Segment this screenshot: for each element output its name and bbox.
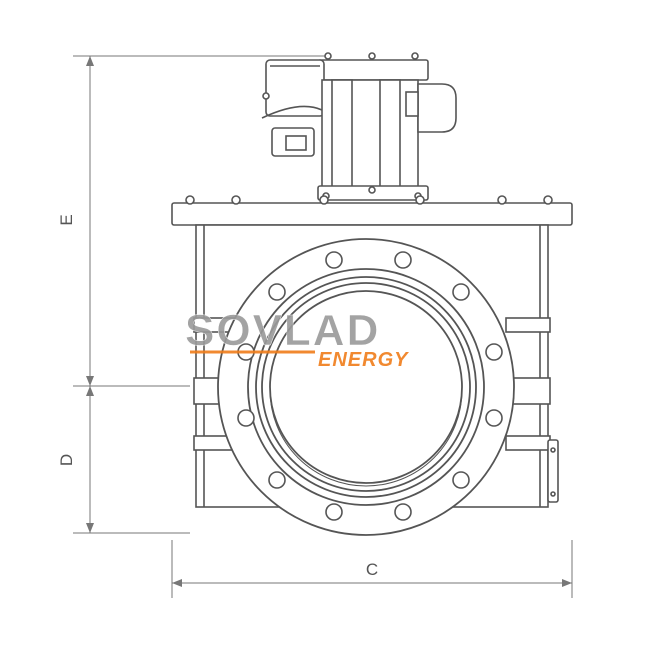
- watermark-main-text: SOVLAD: [185, 306, 380, 355]
- valve-top-flange: [171, 195, 573, 226]
- dimension-lines: [73, 55, 573, 598]
- watermark-sub-text: ENERGY: [318, 349, 409, 371]
- watermark-logo: SOVLAD ENERGY: [185, 306, 409, 371]
- flange-bolt-holes: [237, 251, 503, 521]
- dimension-d-label: D: [57, 454, 76, 466]
- dimension-c-label: C: [366, 560, 378, 579]
- round-flange: [217, 238, 515, 536]
- dimension-arrows: [86, 56, 572, 587]
- dimension-e-label: E: [57, 214, 76, 225]
- actuator-assembly: [261, 52, 457, 201]
